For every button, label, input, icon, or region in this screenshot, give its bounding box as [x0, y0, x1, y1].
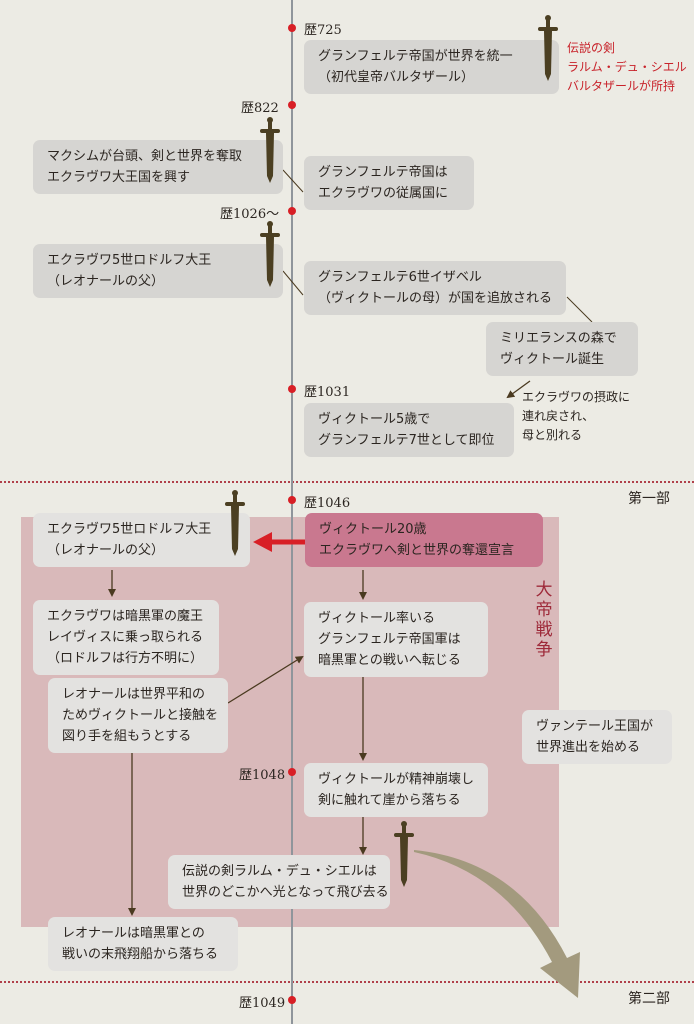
sword-icon — [538, 15, 558, 81]
event-declare: ヴィクトール20歳エクラヴワへ剣と世界の奪還宣言 — [305, 513, 543, 567]
era-dot — [288, 385, 296, 393]
event-forest: ミリエランスの森でヴィクトール誕生 — [486, 322, 638, 376]
era-1031: 歴1031 — [304, 385, 351, 400]
era-dot — [288, 496, 296, 504]
sword-icon — [260, 117, 280, 183]
event-unify: グランフェルテ帝国が世界を統一（初代皇帝バルタザール） — [304, 40, 559, 94]
event-sword-fly: 伝説の剣ラルム・デュ・シエルは世界のどこかへ光となって飛び去る — [168, 855, 390, 909]
event-breakdown: ヴィクトールが精神崩壊し剣に触れて崖から落ちる — [304, 763, 488, 817]
connector-line — [282, 270, 304, 296]
part1-divider — [0, 481, 694, 483]
arrow-icon — [506, 380, 531, 399]
comet-arrow-icon — [414, 850, 580, 998]
part1-label: 第一部 — [628, 491, 670, 507]
event-vantel: ヴァンテール王国が世界進出を始める — [522, 710, 672, 764]
event-leonard-peace: レオナールは世界平和のためヴィクトールと接触を図り手を組もうとする — [48, 678, 228, 753]
event-demon: エクラヴワは暗黒軍の魔王レイヴィスに乗っ取られる（ロドルフは行方不明に） — [33, 600, 219, 675]
event-isabel: グランフェルテ6世イザベル（ヴィクトールの母）が国を追放される — [304, 261, 566, 315]
part2-divider — [0, 981, 694, 983]
event-maxim: マクシムが台頭、剣と世界を奪取エクラヴワ大王国を興す — [33, 140, 283, 194]
event-rudolf-1: エクラヴワ5世ロドルフ大王（レオナールの父） — [33, 244, 283, 298]
era-dot — [288, 207, 296, 215]
event-enthrone: ヴィクトール5歳でグランフェルテ7世として即位 — [304, 403, 514, 457]
sword-icon — [394, 821, 414, 887]
event-leonard-fall: レオナールは暗黒軍との戦いの末飛翔船から落ちる — [48, 917, 238, 971]
event-regent: エクラヴワの摂政に連れ戻され、母と別れる — [522, 390, 631, 442]
connector-line — [566, 296, 593, 323]
event-rudolf-2: エクラヴワ5世ロドルフ大王（レオナールの父） — [33, 513, 250, 567]
era-725: 歴725 — [304, 23, 342, 38]
arrow-icon — [227, 655, 304, 704]
era-1046: 歴1046 — [304, 496, 351, 511]
event-vassal: グランフェルテ帝国はエクラヴワの従属国に — [304, 156, 474, 210]
part2-label: 第二部 — [628, 991, 670, 1007]
era-dot — [288, 24, 296, 32]
era-1049: 歴1049 — [239, 996, 286, 1011]
connector-line — [282, 169, 304, 193]
event-army: ヴィクトール率いるグランフェルテ帝国軍は暗黒軍との戦いへ転じる — [304, 602, 488, 677]
era-dot — [288, 996, 296, 1004]
timeline-axis — [291, 0, 293, 1024]
sword-note: 伝説の剣ラルム・デュ・シエルバルタザールが所持 — [567, 41, 687, 93]
era-dot — [288, 768, 296, 776]
sword-icon — [260, 221, 280, 287]
red-arrow-icon — [253, 532, 272, 552]
era-822: 歴822 — [241, 101, 279, 116]
sword-icon — [225, 490, 245, 556]
era-dot — [288, 101, 296, 109]
era-1048: 歴1048 — [239, 768, 286, 783]
era-1026: 歴1026〜 — [220, 207, 280, 222]
war-label: 大帝戦争 — [535, 580, 553, 660]
